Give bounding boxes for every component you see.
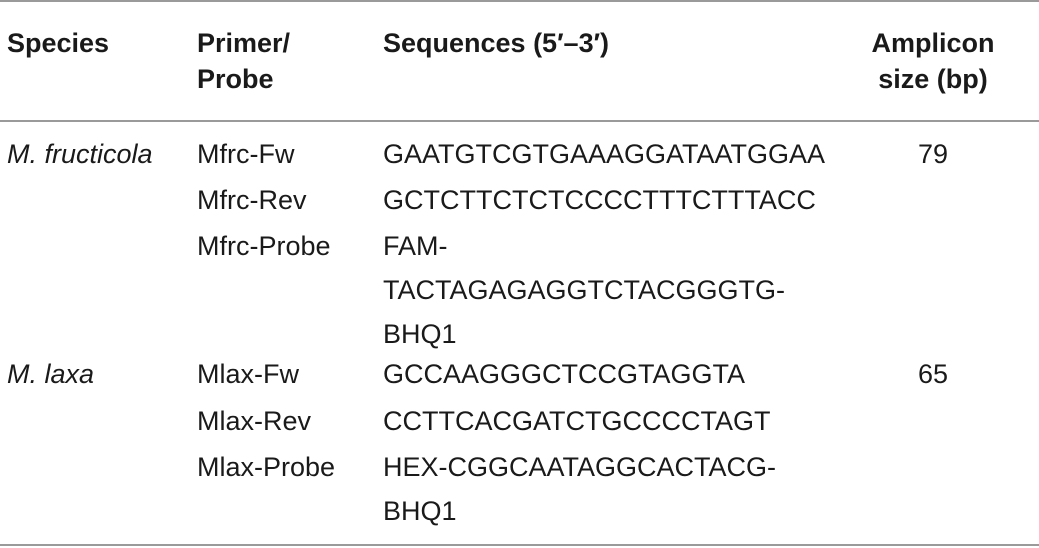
sequence-line: HEX-CGGCAATAGGCACTACG- [383,452,777,482]
header-species: Species [7,28,110,58]
sequence-cell: GCCAAGGGCTCCGTAGGTA [383,359,746,389]
header-amplicon-line2: size (bp) [878,64,988,94]
species-cell: M. laxa [7,359,95,389]
sequence-line: BHQ1 [383,319,457,349]
sequence-cell: HEX-CGGCAATAGGCACTACG- BHQ1 [383,449,776,529]
primer-cell: Mlax-Rev [197,406,312,436]
header-rule [0,120,1039,122]
bottom-rule [0,544,1039,546]
header-primer-line1: Primer/ [197,28,291,58]
sequence-line: BHQ1 [383,496,457,526]
header-primer-probe: Primer/ Probe [197,25,290,97]
header-amplicon-line1: Amplicon [871,28,995,58]
amplicon-cell: 65 [917,359,949,389]
primer-cell: Mlax-Fw [197,359,299,389]
amplicon-cell: 79 [917,139,949,169]
top-rule [0,0,1039,2]
sequence-cell: GAATGTCGTGAAAGGATAATGGAA [383,139,826,169]
header-primer-line2: Probe [197,64,274,94]
primer-cell: Mlax-Probe [197,452,336,482]
sequence-cell: GCTCTTCTCTCCCCTTTCTTTACC [383,185,816,215]
sequence-cell: FAM- TACTAGAGAGGTCTACGGGTG- BHQ1 [383,228,785,352]
sequence-cell: CCTTCACGATCTGCCCCTAGT [383,406,771,436]
primer-cell: Mfrc-Probe [197,231,331,261]
sequence-line: TACTAGAGAGGTCTACGGGTG- [383,275,785,305]
sequence-line: FAM- [383,231,448,261]
primer-cell: Mfrc-Rev [197,185,307,215]
species-cell: M. fructicola [7,139,153,169]
primer-cell: Mfrc-Fw [197,139,295,169]
header-amplicon-size: Amplicon size (bp) [868,25,998,97]
header-sequences: Sequences (5′–3′) [383,28,610,58]
